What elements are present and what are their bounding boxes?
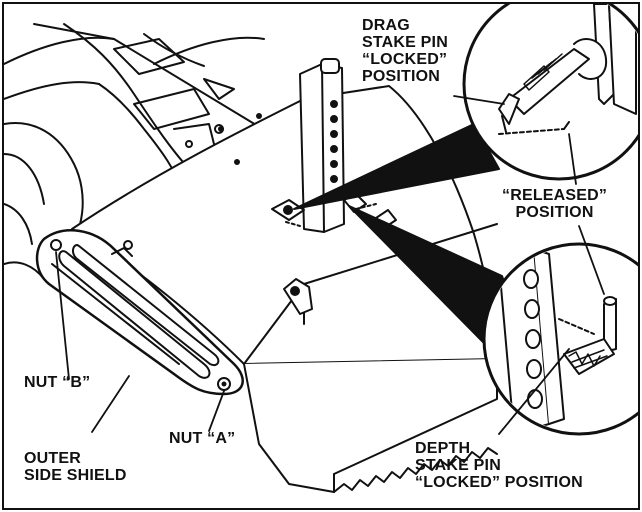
nut-a-label: NUT “A” <box>169 430 236 447</box>
tines-edge <box>333 447 498 493</box>
depth-locked-leader <box>498 348 570 435</box>
released-position-label: “RELEASED” POSITION <box>502 187 608 221</box>
leader-lines <box>55 95 605 435</box>
drag-pin-inset <box>462 4 638 181</box>
side-shield-leader <box>91 375 130 433</box>
nut-a-leader <box>208 390 225 432</box>
nut-b-label: NUT “B” <box>24 374 91 391</box>
outer-side-shield-label: OUTER SIDE SHIELD <box>24 450 127 484</box>
released-lower-leader <box>578 225 605 295</box>
tiller-illustration <box>4 4 638 493</box>
nut-b-bolt <box>50 239 62 251</box>
released-leader <box>568 133 577 185</box>
drag-locked-leader <box>453 95 505 105</box>
nut-b-leader <box>55 251 70 380</box>
depth-pin-inset <box>482 242 638 436</box>
bolt <box>123 240 133 250</box>
depth-stake-pin-locked-label: DEPTH STAKE PIN “LOCKED” POSITION <box>415 440 583 491</box>
outer-side-shield-plate <box>35 229 244 396</box>
drag-stake-pin-locked-label: DRAG STAKE PIN “LOCKED” POSITION <box>362 17 448 85</box>
